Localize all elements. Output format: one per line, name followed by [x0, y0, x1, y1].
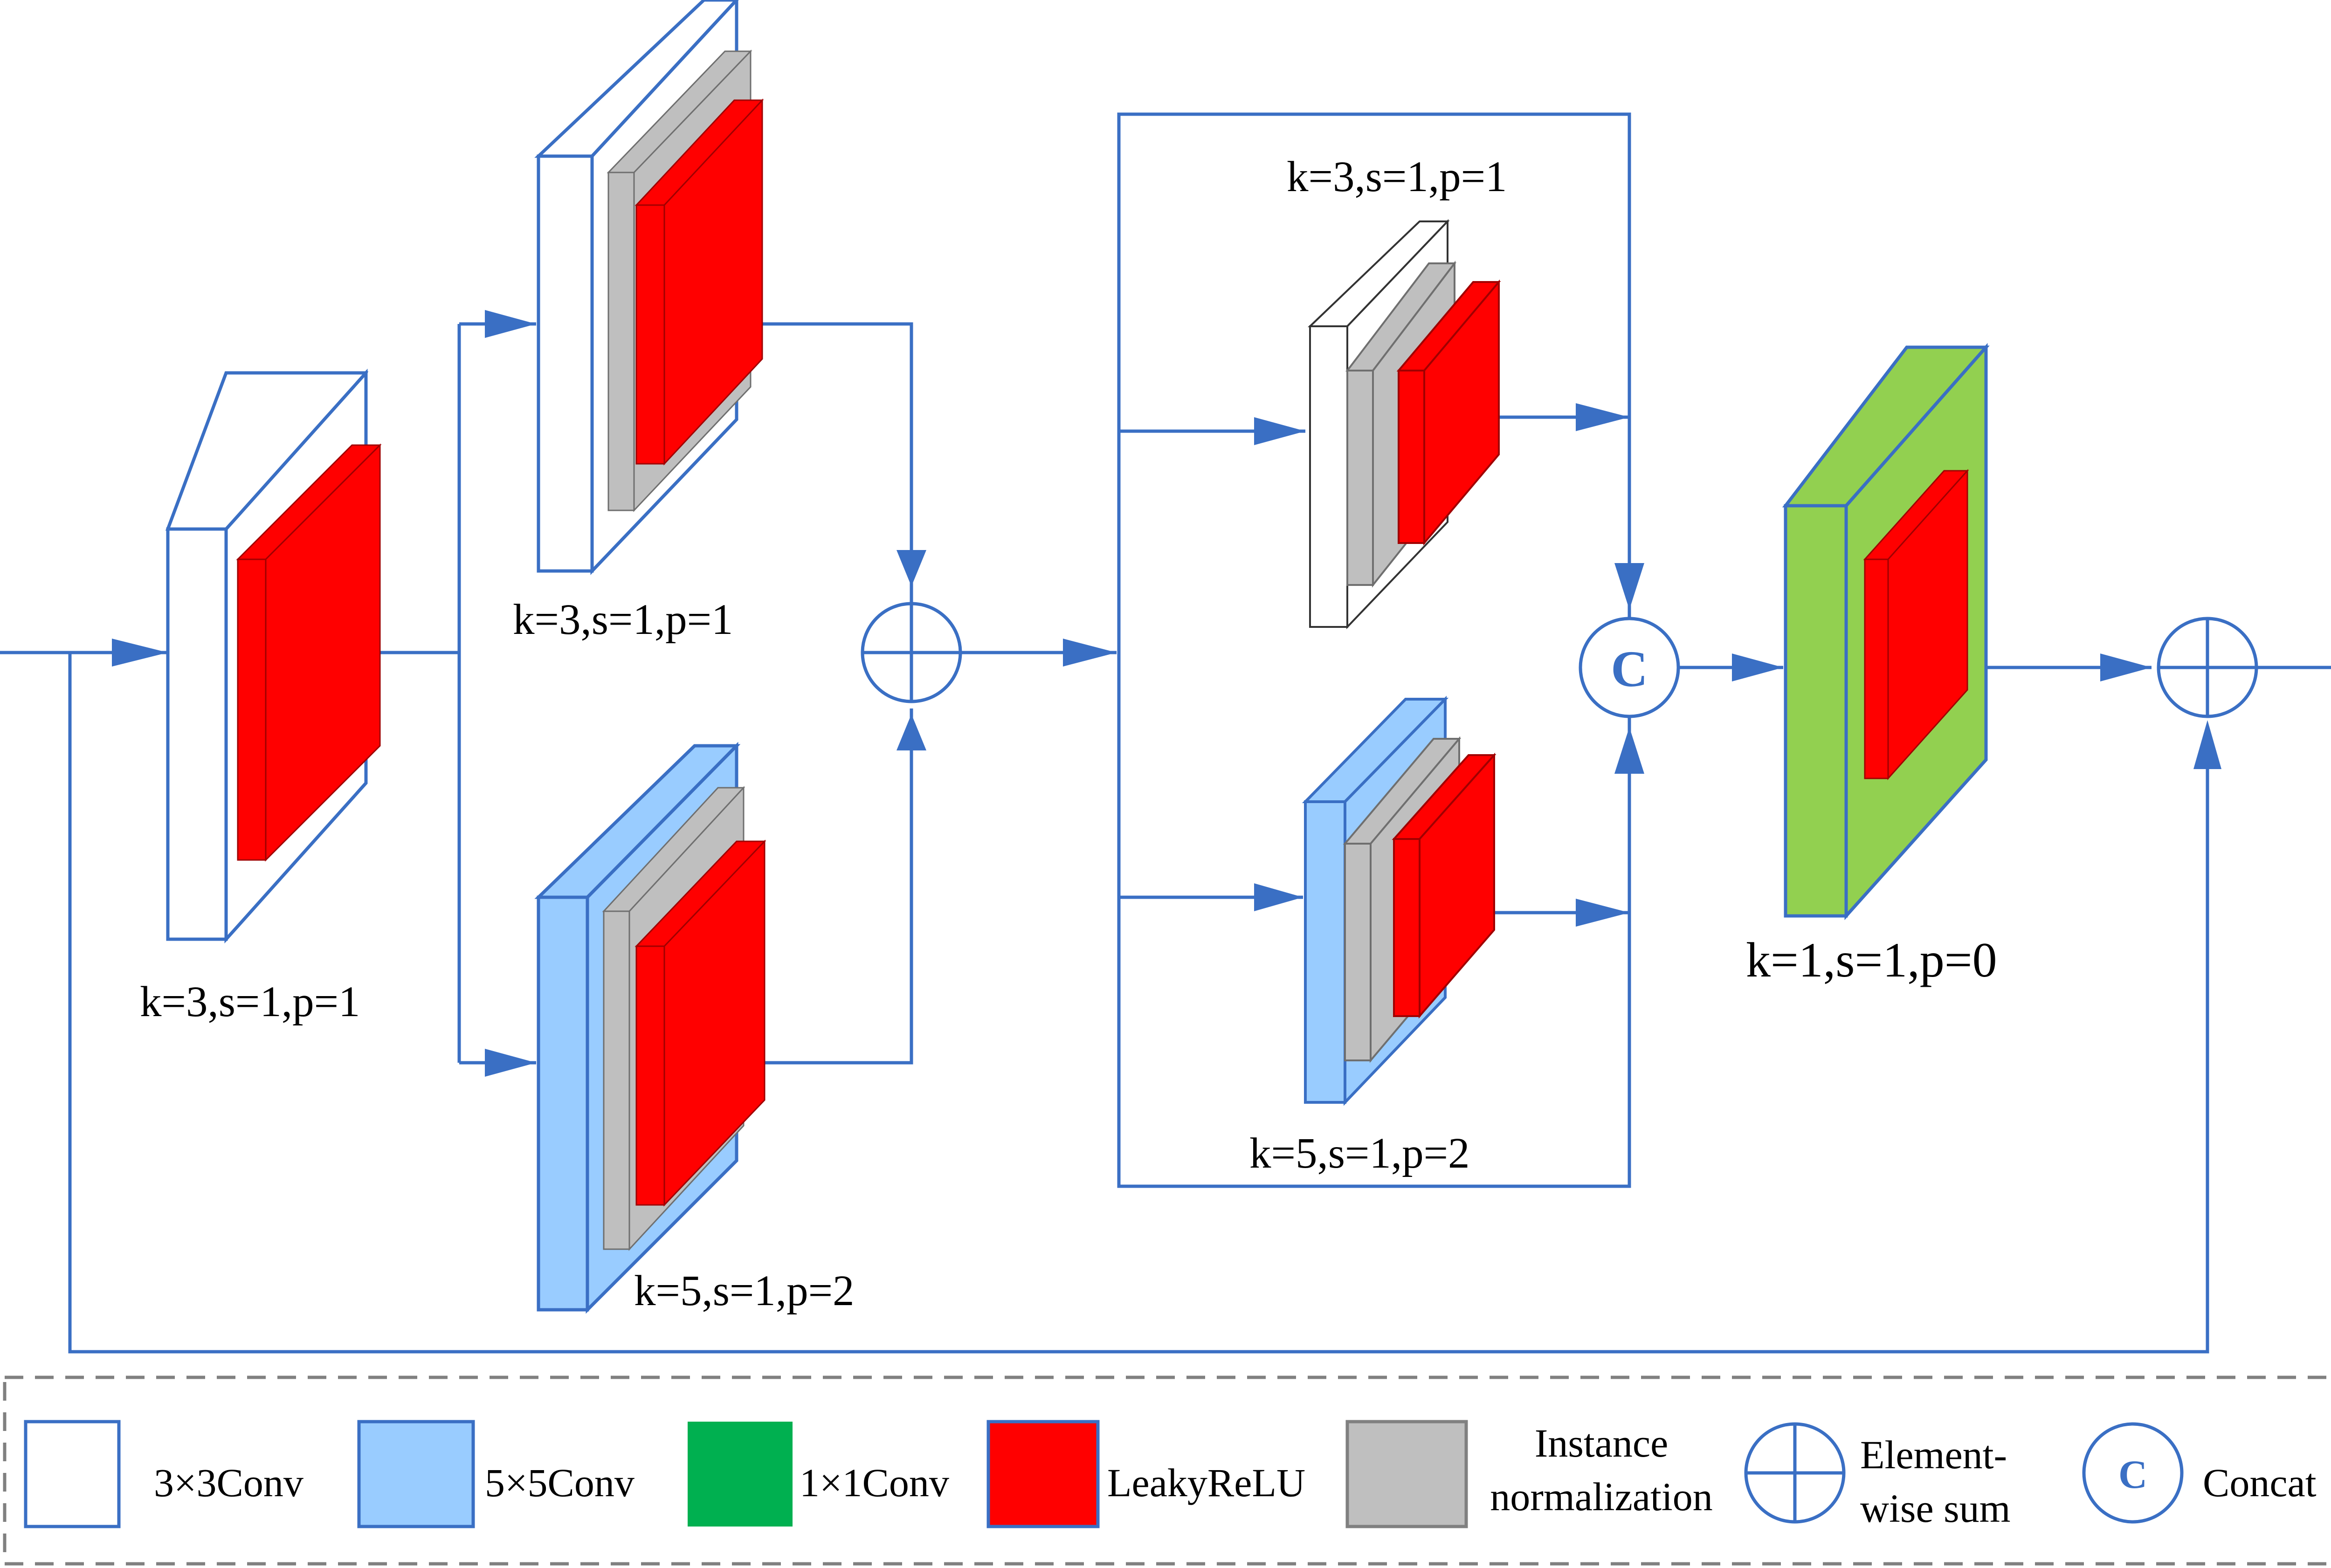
leakyrelu-layer-front — [1393, 838, 1421, 1017]
arrowhead — [1732, 653, 1783, 681]
concat-symbol: C — [1611, 640, 1648, 697]
legend-border — [3, 1375, 2331, 1566]
branch-top-params-label: k=3,s=1,p=1 — [513, 596, 733, 644]
arrowhead — [1614, 563, 1644, 610]
arrowhead — [112, 639, 168, 667]
arrowhead — [485, 310, 536, 338]
inner-container-rect — [1117, 112, 1631, 1188]
arrowhead — [1254, 417, 1305, 445]
element-wise-sum-node — [861, 602, 962, 703]
conv3x3-leakyrelu-block — [165, 368, 382, 944]
instance-norm-layer-front — [1344, 843, 1372, 1061]
instance-norm-layer-front — [603, 910, 630, 1250]
arrowhead — [1254, 883, 1303, 911]
leakyrelu-layer-front — [635, 204, 665, 465]
legend-label-conv1x1: 1×1Conv — [800, 1460, 949, 1505]
arrowheads — [112, 310, 2221, 1077]
arrowhead — [1576, 403, 1629, 431]
leakyrelu-layer-front — [1864, 558, 1889, 779]
concat-node: C — [1579, 617, 1680, 718]
block1-params-label: k=3,s=1,p=1 — [140, 978, 360, 1026]
legend-label-element-wise-sum-line1: Element- — [1860, 1432, 2007, 1477]
instance-norm-layer-front — [607, 172, 635, 511]
legend-swatch-conv3x3 — [24, 1420, 121, 1528]
legend-concat-symbol: C — [2118, 1452, 2147, 1497]
residual-skip-line — [68, 653, 2209, 1354]
conv5x5-layer-front — [537, 895, 589, 1312]
legend-swatch-leakyrelu — [986, 1420, 1100, 1528]
conv1x1-layer-front — [1784, 504, 1848, 918]
legend-label-concat: Concat — [2203, 1460, 2317, 1505]
element-wise-sum-node — [2157, 617, 2258, 718]
inner-top-params-label: k=3,s=1,p=1 — [1287, 153, 1507, 201]
arrowhead — [1063, 639, 1117, 667]
conv5x5-layer-front — [1304, 800, 1346, 1104]
arrowhead — [485, 1049, 536, 1077]
inner-conv3x3-in-leakyrelu-block — [1308, 219, 1501, 629]
final-block-params-label: k=1,s=1,p=0 — [1746, 933, 1997, 987]
instance-norm-layer-front — [1346, 370, 1374, 586]
conv3x3-layer-front — [166, 527, 228, 941]
arrowhead — [2100, 653, 2152, 681]
legend-symbol-concat: C — [2082, 1422, 2184, 1524]
leakyrelu-layer-front — [1398, 370, 1425, 544]
legend: 3×3Conv 5×5Conv 1×1Conv LeakyReLU Instan… — [3, 1375, 2331, 1566]
legend-label-element-wise-sum-line2: wise sum — [1860, 1486, 2011, 1531]
legend-label-leakyrelu: LeakyReLU — [1107, 1460, 1305, 1505]
legend-label-conv3x3: 3×3Conv — [154, 1460, 303, 1505]
conv3x3-layer-front — [1309, 325, 1348, 628]
legend-symbol-element-wise-sum — [1744, 1422, 1846, 1524]
legend-swatch-conv1x1 — [688, 1422, 793, 1527]
legend-label-instance-norm-line2: normalization — [1490, 1474, 1713, 1519]
legend-swatch-conv5x5 — [357, 1420, 475, 1528]
arrowhead — [897, 550, 926, 586]
branch-bottom-output-line — [725, 708, 913, 1065]
arrowhead — [2193, 720, 2221, 769]
arrowhead — [897, 714, 926, 750]
leakyrelu-layer-front — [635, 945, 665, 1206]
arrowhead — [1576, 899, 1629, 927]
conv1x1-leakyrelu-block — [1782, 343, 1990, 921]
arrowhead — [1614, 727, 1644, 774]
conv3x3-layer-front — [537, 154, 594, 573]
conv3x3-in-leakyrelu-block — [534, 0, 764, 575]
conv5x5-in-leakyrelu-block — [534, 742, 766, 1314]
branch-bottom-params-label: k=5,s=1,p=2 — [634, 1267, 855, 1315]
legend-label-instance-norm-line1: Instance — [1535, 1421, 1669, 1465]
inner-conv5x5-in-leakyrelu-block — [1302, 695, 1497, 1106]
inner-bottom-params-label: k=5,s=1,p=2 — [1249, 1129, 1470, 1177]
legend-swatch-instance-norm — [1345, 1420, 1468, 1528]
leakyrelu-layer-front — [237, 558, 267, 861]
branch-top-output-line — [720, 322, 913, 608]
legend-label-conv5x5: 5×5Conv — [485, 1460, 634, 1505]
